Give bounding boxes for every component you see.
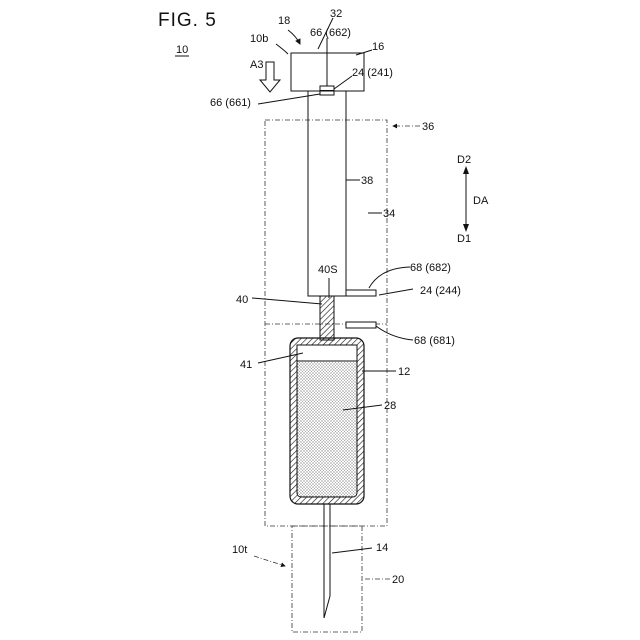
direction-arrow-down-head [463, 224, 469, 232]
label-24-241: 24 (241) [352, 67, 393, 79]
label-16: 16 [372, 41, 384, 53]
gasket [297, 345, 357, 361]
direction-arrow-up-head [463, 166, 469, 174]
figure-title: FIG. 5 [158, 10, 217, 31]
label-a3: A3 [250, 59, 263, 71]
figure-ref-number: 10 [176, 44, 188, 56]
label-34: 34 [383, 208, 395, 220]
leader-681 [376, 326, 413, 340]
needle-bevel [324, 596, 330, 618]
leader-241 [334, 76, 352, 89]
label-12: 12 [398, 366, 410, 378]
label-20: 20 [392, 574, 404, 586]
label-36: 36 [422, 121, 434, 133]
label-40s: 40S [318, 264, 338, 276]
leader-682 [369, 267, 410, 288]
label-38: 38 [361, 175, 373, 187]
label-41: 41 [240, 359, 252, 371]
rod-shaft [320, 296, 334, 340]
label-da: DA [473, 195, 489, 207]
label-18: 18 [278, 15, 290, 27]
label-d2: D2 [457, 154, 471, 166]
leader-10b [276, 44, 288, 54]
leader-244 [379, 289, 413, 295]
region-20 [292, 526, 362, 632]
label-68-681: 68 (681) [414, 335, 455, 347]
leader-14 [332, 548, 372, 553]
sensor-681 [346, 322, 376, 328]
label-d1: D1 [457, 233, 471, 245]
label-66-662: 66 (662) [310, 27, 351, 39]
label-28: 28 [384, 400, 396, 412]
label-10b: 10b [250, 33, 268, 45]
label-32: 32 [330, 8, 342, 20]
label-14: 14 [376, 542, 388, 554]
label-24-244: 24 (244) [420, 285, 461, 297]
label-66-661: 66 (661) [210, 97, 251, 109]
label-40: 40 [236, 294, 248, 306]
leader-40 [252, 298, 322, 304]
label-68-682: 68 (682) [410, 262, 451, 274]
leader-10t [254, 556, 285, 566]
sensor-682 [346, 290, 376, 296]
leader-661 [258, 94, 320, 104]
label-10t: 10t [232, 544, 247, 556]
leader-18 [288, 30, 300, 44]
barrel-inner [297, 345, 357, 497]
